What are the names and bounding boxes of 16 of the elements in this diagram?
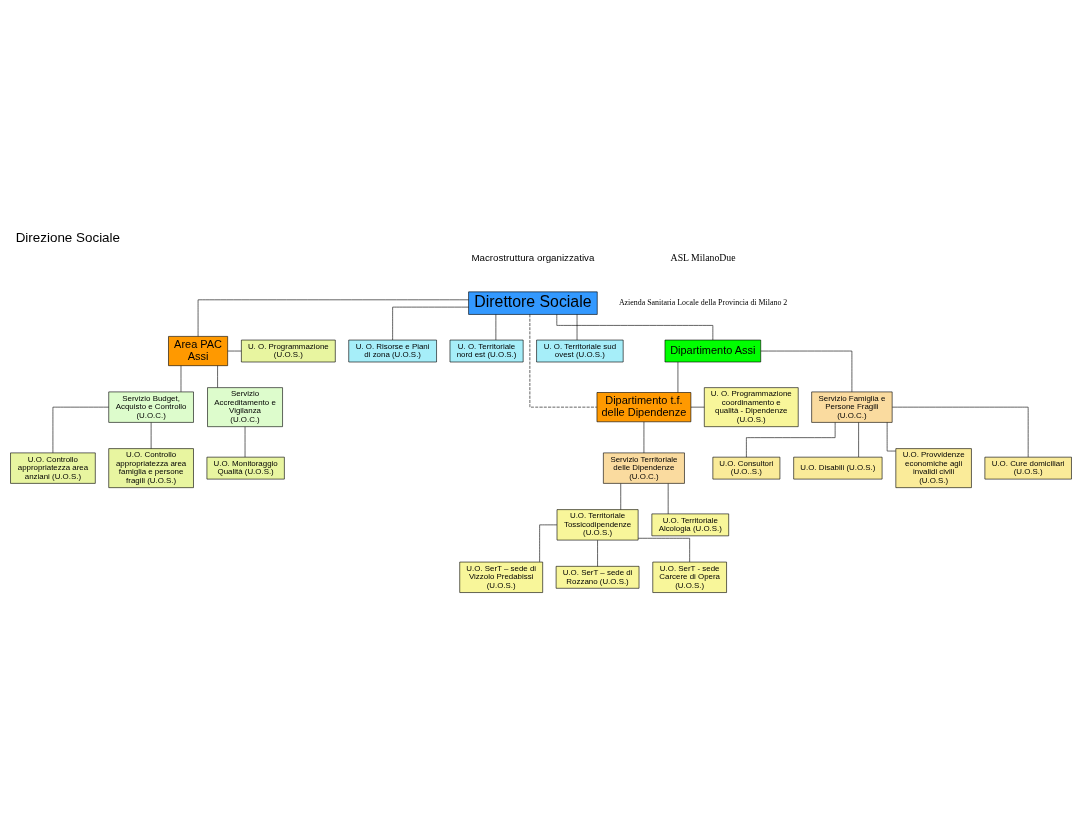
node-box: Area PAC Assi xyxy=(168,336,228,366)
connector xyxy=(576,314,578,341)
node-box: Direttore Sociale xyxy=(468,291,598,315)
connector xyxy=(392,306,469,341)
connector xyxy=(620,483,622,510)
node-box: Dipartimento Assi xyxy=(664,339,762,363)
connector xyxy=(556,314,714,341)
connector xyxy=(197,299,469,337)
node-box: Dipartimento t.f. delle Dipendenze xyxy=(596,392,692,423)
connector xyxy=(495,314,497,341)
connector xyxy=(529,314,598,408)
label: ASL MilanoDue xyxy=(670,252,736,264)
connector xyxy=(858,422,859,458)
diagram-title: Direzione Sociale xyxy=(15,229,121,245)
label: Macrostruttura organizzativa xyxy=(471,252,595,264)
connector xyxy=(677,361,679,393)
